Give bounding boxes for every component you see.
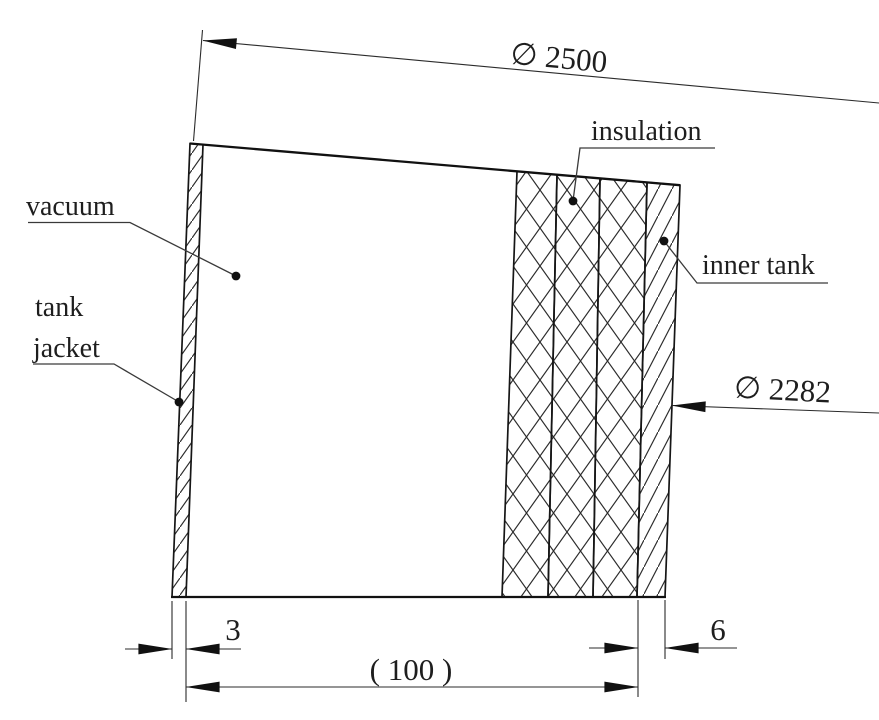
leader-dot-vacuum	[231, 271, 241, 281]
leader-dot-insulation	[568, 196, 578, 206]
leader-dot-tank-jacket	[174, 397, 184, 407]
label-vacuum: vacuum	[26, 191, 115, 222]
tank-jacket-wall	[171, 142, 204, 598]
leader-insulation	[572, 147, 715, 202]
dim-jacket-thickness: 3	[225, 612, 241, 647]
dim-line-outer-diameter	[202, 38, 879, 104]
dim-line-inner-diameter	[671, 401, 879, 414]
label-inner-tank: inner tank	[702, 250, 815, 281]
label-tank-jacket-line1: tank	[35, 292, 83, 323]
extension-line-outer-diameter	[192, 29, 204, 142]
dim-outer-diameter: ∅ 2500	[509, 36, 609, 80]
dim-inner-diameter: ∅ 2282	[733, 370, 831, 410]
insulation-layer-2	[547, 173, 601, 598]
section-top-edge	[189, 142, 681, 187]
leader-dot-inner-tank	[659, 236, 669, 246]
leader-inner-tank	[663, 240, 828, 284]
label-tank-jacket-line2: jacket	[32, 333, 100, 364]
tank-wall-section	[171, 142, 681, 599]
dim-wall-gap-reference: ( 100 )	[370, 652, 453, 687]
callout-labels: vacuum tank jacket insulation inner tank	[26, 116, 828, 407]
dimensions: ∅ 2500 ∅ 2282 3 6 ( 100 )	[125, 29, 879, 702]
leader-vacuum	[28, 221, 237, 277]
dim-inner-tank-thickness: 6	[710, 612, 726, 647]
leader-tank-jacket	[33, 363, 180, 403]
label-insulation: insulation	[591, 116, 701, 147]
